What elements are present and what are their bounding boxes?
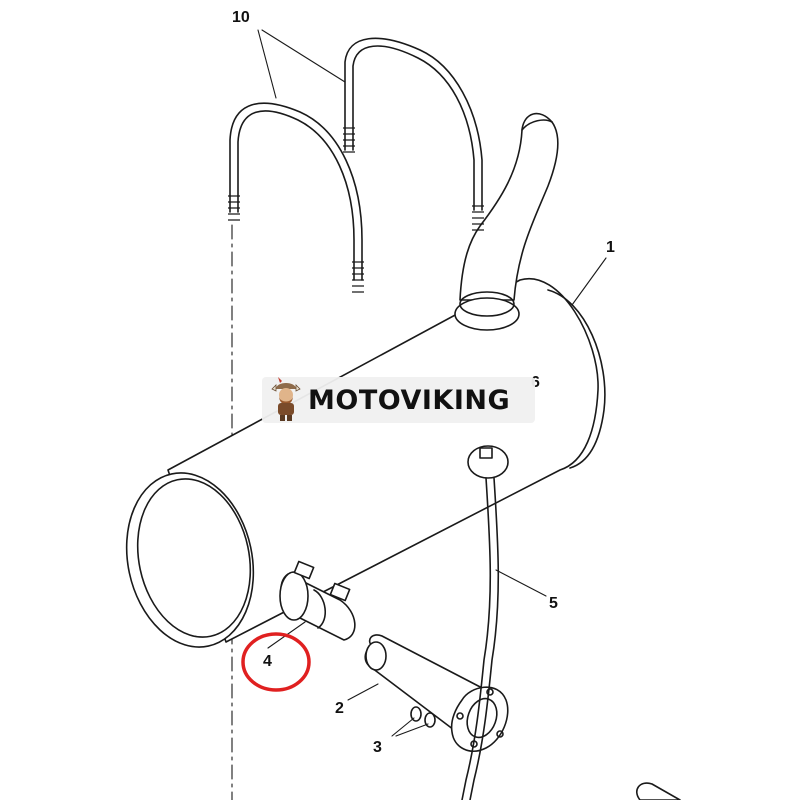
highlight-circle — [241, 632, 311, 692]
clamp — [279, 560, 356, 641]
partial-part — [636, 782, 681, 800]
callout-6: 6 — [531, 374, 540, 391]
u-bolt-front — [228, 102, 364, 293]
callout-5: 5 — [549, 595, 558, 612]
callout-10: 10 — [232, 9, 250, 26]
inlet-pipe — [364, 634, 509, 752]
watermark-text: MOTOVIKING — [308, 384, 511, 416]
drain-tube — [461, 477, 500, 800]
watermark-banner: MOTOVIKING — [262, 377, 535, 423]
callout-2: 2 — [335, 700, 344, 717]
drain-fitting — [467, 445, 509, 479]
bolts — [410, 706, 436, 728]
callout-4: 4 — [263, 653, 272, 670]
muffler-body — [125, 277, 606, 648]
callout-1: 1 — [606, 239, 615, 256]
callout-3: 3 — [373, 739, 382, 756]
viking-mascot-icon — [271, 377, 301, 421]
outlet-pipe — [454, 112, 559, 331]
u-bolt-rear — [343, 37, 484, 231]
